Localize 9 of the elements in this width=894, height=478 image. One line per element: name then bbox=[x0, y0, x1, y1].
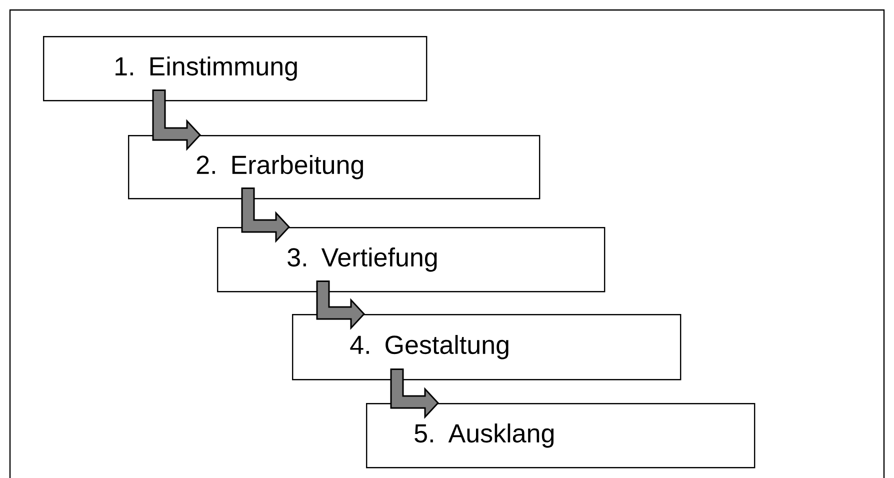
step-box: 2. Erarbeitung bbox=[128, 135, 540, 200]
bent-arrow bbox=[152, 89, 202, 151]
step-box: 1. Einstimmung bbox=[43, 36, 428, 102]
bent-arrow bbox=[241, 187, 290, 243]
bent-arrow bbox=[316, 280, 366, 330]
step-box: 5. Ausklang bbox=[366, 402, 756, 468]
bent-arrow bbox=[390, 368, 440, 419]
step-box: 4. Gestaltung bbox=[292, 314, 682, 380]
step-box: 3. Vertiefung bbox=[217, 227, 606, 292]
